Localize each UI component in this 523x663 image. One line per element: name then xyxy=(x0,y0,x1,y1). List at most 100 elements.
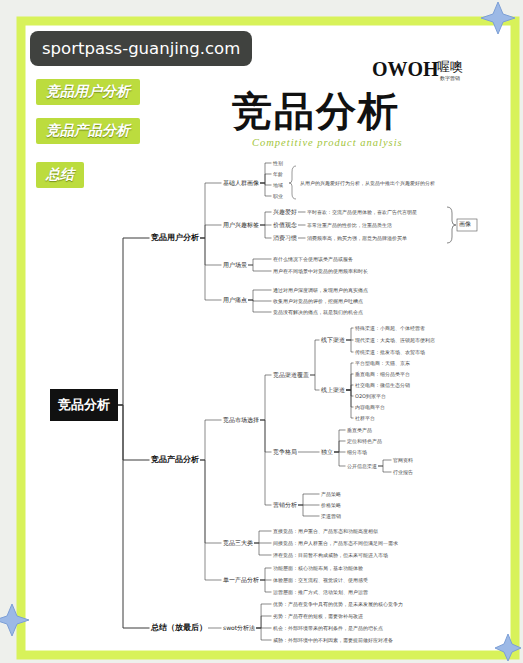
tree-connector xyxy=(200,183,222,238)
tree-connector xyxy=(334,452,346,466)
subtopic-minor: 价值观念 xyxy=(272,221,298,230)
leaf-note: 平台型电商：天猫、京东 xyxy=(354,359,411,367)
subtitle: Competitive product analysis xyxy=(252,137,403,148)
subtopic: 单一产品分析 xyxy=(222,575,260,586)
tree-connector xyxy=(260,163,272,183)
subtopic-minor: 竞争格局 xyxy=(272,448,298,457)
tree-connector xyxy=(346,390,354,418)
tree-connector xyxy=(248,265,272,271)
node-text: 兴趣爱好 xyxy=(273,209,297,216)
node-text: 单一产品分析 xyxy=(223,576,259,585)
subtopic-minor: 独立 xyxy=(320,448,334,457)
node-text: 行业报告 xyxy=(393,469,413,475)
node-text: 威胁：外部环境中的不利因素，需要提前做好应对准备 xyxy=(273,637,393,643)
subtopic: 基础人群画像 xyxy=(222,178,260,189)
tree-connector xyxy=(200,460,222,580)
leaf-note: 竞品没有解决的痛点，就是我们的机会点 xyxy=(272,308,364,316)
subtopic: 用户痛点 xyxy=(222,295,248,306)
tree-connector xyxy=(298,238,306,239)
leaf-note: 消费频率高，购买力强，愿意为品牌溢价买单 xyxy=(306,234,408,242)
node-text: 线上渠道 xyxy=(321,387,345,394)
leaf-note: 间接竞品：用户人群重合，产品形态不同但满足同一需求 xyxy=(272,539,399,547)
node-text: swot分析法 xyxy=(223,624,255,633)
tree-connector xyxy=(298,225,306,226)
node-text: 在什么情况下会使用该类产品或服务 xyxy=(273,256,353,262)
leaf-note: 功能层面：核心功能布局，基本功能体验 xyxy=(272,564,364,572)
node-text: 垂直电商：细分品类平台 xyxy=(355,371,410,377)
watermark: sportpass-guanjing.com xyxy=(30,31,252,66)
leaf-note: 收集用户对竞品的评价，挖掘用户吐槽点 xyxy=(272,297,364,305)
tree-connector xyxy=(346,363,354,390)
node-text: 竞品产品分析 xyxy=(151,455,199,465)
tree-connector xyxy=(248,259,272,265)
node-text: 用户在不同场景中对竞品的使用频率和时长 xyxy=(273,268,368,274)
leaf-note: 内容电商平台 xyxy=(354,403,386,411)
node-text: 公开信息渠道 xyxy=(347,463,377,469)
tree-connector xyxy=(260,174,272,183)
node-text: 潜在竞品：目前暂不构成威胁，但未来可能进入市场 xyxy=(273,552,388,558)
tree-connector xyxy=(200,420,222,460)
tree-connector xyxy=(298,452,320,453)
tree-connector xyxy=(298,505,320,516)
bracket-label: 画像 xyxy=(459,221,471,228)
tree-connector xyxy=(346,340,354,352)
tree-connector xyxy=(310,340,320,375)
node-text: 独立 xyxy=(321,449,333,456)
node-text: 竞品分析 xyxy=(58,396,110,414)
node-text: 用户痛点 xyxy=(223,296,247,305)
tree-connector xyxy=(256,616,271,628)
tree-connector xyxy=(260,420,272,505)
leaf-note: 行业报告 xyxy=(392,468,414,476)
tree-connector xyxy=(260,183,272,196)
tree-connector xyxy=(334,430,346,452)
node-text: 价值观念 xyxy=(273,222,297,229)
node-text: 直接竞品：用户重合、产品形态和功能高度相似 xyxy=(273,528,378,534)
bracket-box xyxy=(457,219,477,231)
leaf-note: 直接竞品：用户重合、产品形态和功能高度相似 xyxy=(272,527,379,535)
node-text: 通过对用户深度调研，发现用户的真实痛点 xyxy=(273,287,368,293)
leaf-note: 官网资料 xyxy=(392,456,414,464)
node-text: 竞品市场选择 xyxy=(223,416,259,425)
tree-connector xyxy=(118,405,150,628)
subtopic-minor: 兴趣爱好 xyxy=(272,208,298,217)
tree-connector xyxy=(378,466,392,472)
side-tab: 竞品产品分析 xyxy=(36,118,140,144)
node-text: 社群平台 xyxy=(355,415,375,421)
tree-connector xyxy=(200,460,222,543)
leaf-note: 社群平台 xyxy=(354,414,376,422)
tree-connector xyxy=(346,328,354,340)
subtopic: 用户场景 xyxy=(222,260,248,271)
node-text: 竞品用户分析 xyxy=(46,83,130,101)
node-text: 机会：外部环境带来的有利条件，是产品的增长点 xyxy=(273,625,383,631)
node-text: 用户兴趣标签 xyxy=(223,221,259,230)
node-text: 竞品没有解决的痛点，就是我们的机会点 xyxy=(273,309,363,315)
leaf-note: 细分市场 xyxy=(346,448,368,456)
node-text: 特殊渠道：小商超、个体经营者 xyxy=(355,325,425,331)
leaf-note: 机会：外部环境带来的有利条件，是产品的增长点 xyxy=(272,624,384,632)
node-text: O2O到家平台 xyxy=(355,393,386,399)
side-tab: 竞品用户分析 xyxy=(36,79,140,105)
tree-connector xyxy=(248,290,272,300)
leaf-note: 通过对用户深度调研，发现用户的真实痛点 xyxy=(272,286,369,294)
star xyxy=(0,604,29,636)
node-text: 间接竞品：用户人群重合，产品形态不同但满足同一需求 xyxy=(273,540,398,546)
leaf-note: 传统渠道：批发市场、农贸市场 xyxy=(354,348,426,356)
tree-connector xyxy=(208,628,222,629)
node-text: 平时喜欢：交流产品使用体验，喜欢广告代言明星 xyxy=(307,209,417,215)
leaf-note: 渠道营销 xyxy=(320,512,342,520)
leaf-note: 非常注重产品的性价比，注重品质生活 xyxy=(306,221,393,229)
tree-connector xyxy=(118,238,150,405)
leaf-note: O2O到家平台 xyxy=(354,392,387,400)
node-text: 基础人群画像 xyxy=(223,179,259,188)
subtopic-minor: 消费习惯 xyxy=(272,234,298,243)
subtopic: swot分析法 xyxy=(222,623,256,634)
node-text: 营销分析 xyxy=(273,502,297,509)
leaf-note: 职业 xyxy=(272,192,284,200)
tree-connector xyxy=(310,375,320,390)
node-text: 竞争格局 xyxy=(273,449,297,456)
bracket xyxy=(289,166,296,199)
node-text: 现代渠道：大卖场、连锁超市便利店 xyxy=(355,337,435,343)
star xyxy=(481,2,515,34)
subtopic: 用户兴趣标签 xyxy=(222,220,260,231)
node-text: 定位和特色产品 xyxy=(347,438,382,444)
